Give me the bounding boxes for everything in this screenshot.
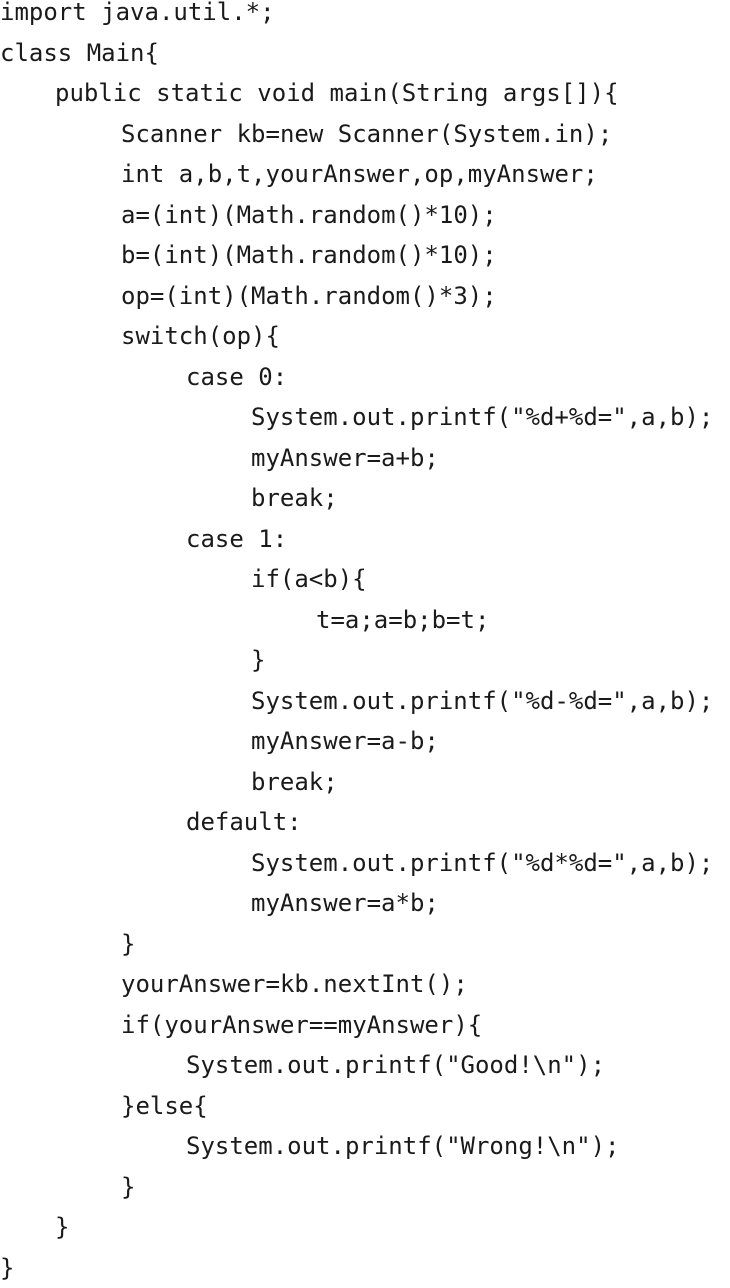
- code-line: yourAnswer=kb.nextInt();: [121, 970, 468, 998]
- code-line: Scanner kb=new Scanner(System.in);: [121, 119, 613, 148]
- code-line: myAnswer=a-b;: [251, 727, 439, 755]
- code-line: break;: [251, 484, 338, 512]
- code-line: }: [251, 646, 266, 674]
- code-line: public static void main(String args[]){: [55, 79, 619, 107]
- code-line: op=(int)(Math.random()*3);: [121, 281, 497, 310]
- code-line: }: [121, 1172, 136, 1201]
- code-line: switch(op){: [121, 322, 280, 350]
- code-line: int a,b,t,yourAnswer,op,myAnswer;: [121, 160, 598, 188]
- code-line: }: [55, 1213, 70, 1241]
- code-line: System.out.printf("Good!\n");: [186, 1051, 606, 1079]
- code-line: System.out.printf("%d*%d=",a,b);: [251, 848, 714, 877]
- code-line: b=(int)(Math.random()*10);: [121, 241, 497, 269]
- code-line: break;: [251, 767, 338, 796]
- code-line: }: [0, 1253, 15, 1282]
- code-line: System.out.printf("%d-%d=",a,b);: [251, 686, 714, 715]
- code-line: if(yourAnswer==myAnswer){: [121, 1010, 483, 1039]
- code-line: System.out.printf("%d+%d=",a,b);: [251, 403, 714, 431]
- code-line: a=(int)(Math.random()*10);: [121, 200, 497, 229]
- code-line: }: [121, 929, 136, 958]
- code-line: case 1:: [186, 524, 288, 553]
- code-line: if(a<b){: [251, 565, 367, 593]
- code-line: import java.util.*;: [0, 0, 275, 26]
- code-line: }else{: [121, 1091, 208, 1120]
- code-line: System.out.printf("Wrong!\n");: [186, 1132, 620, 1160]
- code-line: default:: [186, 808, 302, 836]
- code-line: t=a;a=b;b=t;: [316, 605, 490, 634]
- code-line: myAnswer=a+b;: [251, 443, 439, 472]
- code-line: myAnswer=a*b;: [251, 889, 439, 917]
- code-line: case 0:: [186, 362, 288, 391]
- code-line: class Main{: [0, 38, 159, 67]
